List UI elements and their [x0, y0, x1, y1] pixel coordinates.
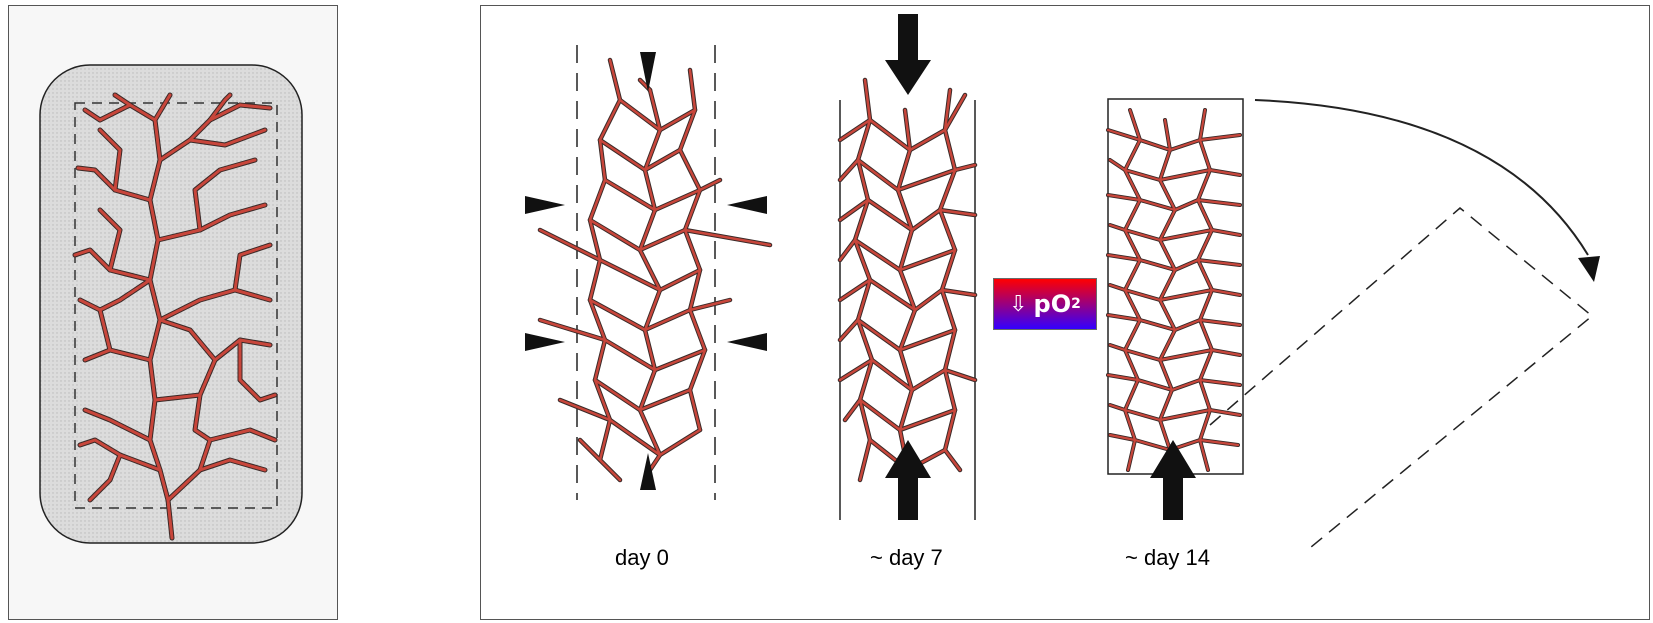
triangle-marker-right-upper: [727, 196, 767, 214]
stage-day0: [525, 45, 770, 500]
compression-arrow-down: [885, 14, 931, 95]
vessel-network-day7: [840, 80, 975, 480]
stage-label-day7: ~ day 7: [870, 545, 943, 571]
stage-day7: [840, 14, 975, 520]
compression-arrow-up: [885, 440, 931, 520]
rotation-arrowhead: [1578, 256, 1600, 282]
po2-subscript: 2: [1071, 296, 1081, 312]
down-arrow-icon: ⇩: [1009, 292, 1027, 317]
stage-label-day0: day 0: [615, 545, 669, 571]
triangle-marker-bottom: [640, 453, 656, 490]
stage-label-day14: ~ day 14: [1125, 545, 1210, 571]
triangle-marker-left-lower: [525, 333, 565, 351]
stage-day14: [1108, 99, 1600, 552]
triangle-marker-right-lower: [727, 333, 767, 351]
po2-text: pO: [1034, 290, 1072, 318]
triangle-marker-top: [640, 52, 656, 92]
vessel-network-day0: [540, 60, 770, 480]
rotation-arrow: [1255, 100, 1588, 255]
compression-arrow-up-day14: [1150, 440, 1196, 520]
triangle-marker-left-upper: [525, 196, 565, 214]
rotated-dashed-region: [1210, 208, 1592, 552]
